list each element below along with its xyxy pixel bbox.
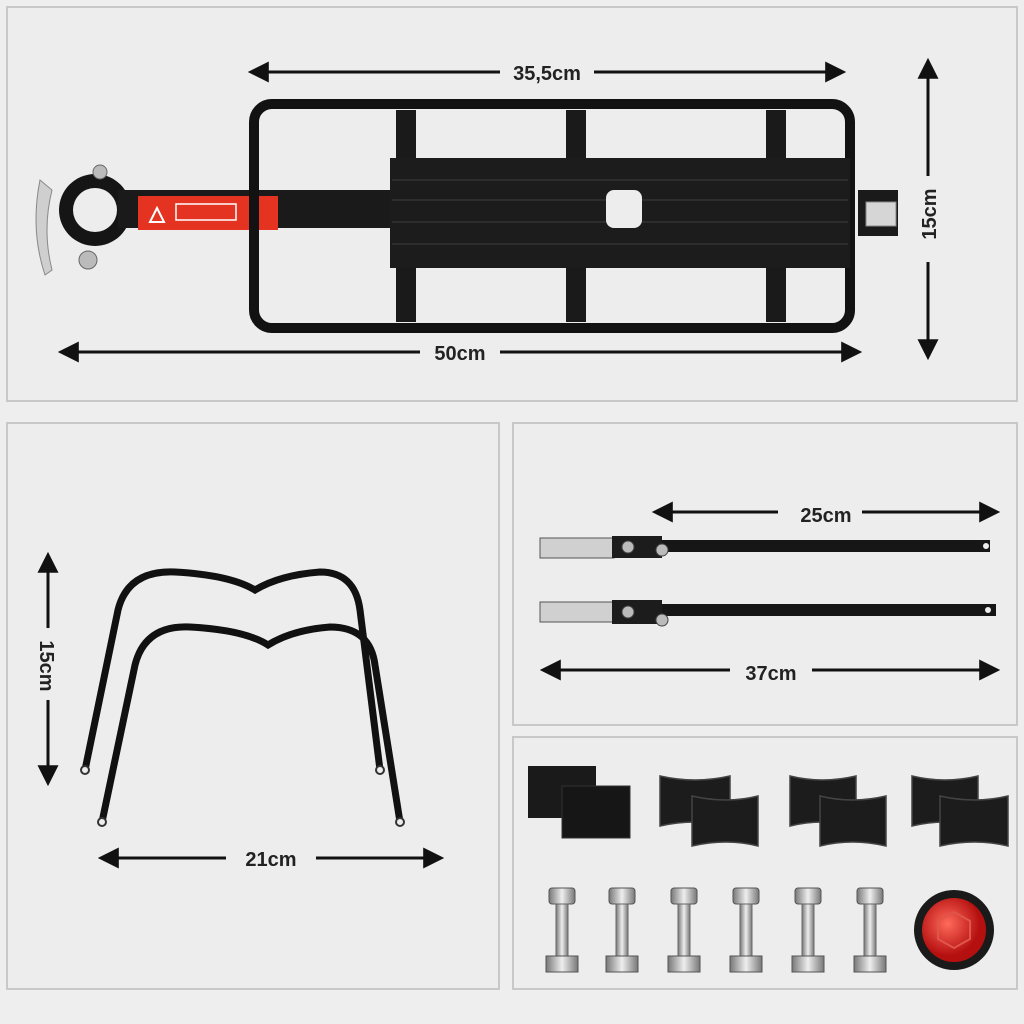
seatpost-clamp xyxy=(35,164,131,276)
rear-reflector xyxy=(914,890,994,970)
strut-top xyxy=(539,536,990,559)
dim-bracket-height: 15cm xyxy=(35,640,57,691)
dim-strut-long: 37cm xyxy=(745,663,796,685)
rear-rack xyxy=(35,99,898,333)
dim-rack-top: 35,5cm xyxy=(513,63,581,85)
dim-rack-height: 15cm xyxy=(919,188,941,239)
bracket-panel xyxy=(6,422,500,990)
strut-panel xyxy=(512,422,1018,726)
strut-bottom xyxy=(539,600,996,627)
rubber-shims xyxy=(659,775,1009,847)
dim-bracket-width: 21cm xyxy=(245,849,296,871)
bolts xyxy=(545,887,887,973)
support-brackets xyxy=(81,568,404,826)
dim-strut-short: 25cm xyxy=(800,505,851,527)
dim-rack-total: 50cm xyxy=(434,343,485,365)
rubber-pads xyxy=(528,766,631,839)
